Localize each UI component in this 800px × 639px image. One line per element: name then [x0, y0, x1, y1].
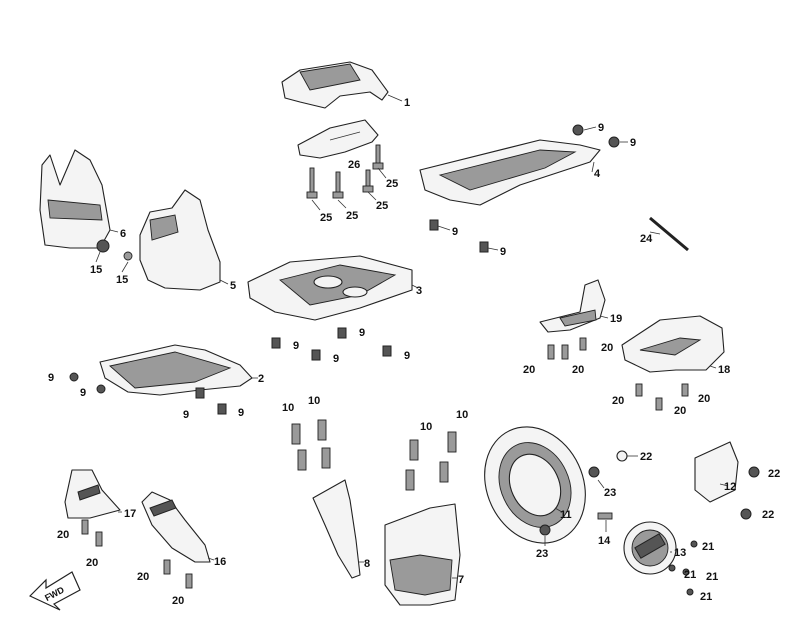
part-11-cvt-cover: 11 23 23 22 14: [484, 426, 652, 560]
callout-25a: 25: [320, 212, 332, 224]
callout-21-b: 21: [684, 569, 696, 581]
callout-7: 7: [458, 574, 464, 586]
callout-13: 13: [674, 547, 686, 559]
callout-20-a: 20: [523, 364, 535, 376]
callout-23-a: 23: [604, 487, 616, 499]
callout-20-b: 20: [572, 364, 584, 376]
callout-8: 8: [364, 558, 370, 570]
callout-23-b: 23: [536, 548, 548, 560]
callout-6: 6: [120, 228, 126, 240]
callout-10-d: 10: [456, 409, 468, 421]
callout-20-g: 20: [57, 529, 69, 541]
callout-1: 1: [404, 97, 410, 109]
part-12-side-cover: 12 22 22: [694, 441, 780, 521]
callout-16: 16: [214, 556, 226, 568]
callout-15b: 15: [116, 274, 128, 286]
callout-21-c: 21: [706, 571, 718, 583]
part-6-left-guard: 6 15: [39, 149, 126, 276]
callout-9-c2: 9: [333, 353, 339, 365]
callout-9-f1: 9: [48, 372, 54, 384]
callout-4: 4: [594, 168, 601, 180]
callout-9-r3: 9: [452, 226, 458, 238]
callout-25c: 25: [376, 200, 388, 212]
callout-20-j: 20: [172, 595, 184, 607]
part-18-rear-shield: 18 20 20 20: [612, 315, 730, 417]
callout-9-f4: 9: [238, 407, 244, 419]
part-24-rod: 24: [640, 216, 689, 252]
callout-26: 26: [348, 159, 360, 171]
callout-10-c: 10: [420, 421, 432, 433]
callout-10-a: 10: [282, 402, 294, 414]
callout-11: 11: [560, 509, 572, 521]
callout-9-f3: 9: [183, 409, 189, 421]
callout-21-d: 21: [700, 591, 712, 603]
part-2-front-skid-plate: 2 9 9 9 9: [48, 344, 264, 421]
part-5-side-guard: 5 15: [116, 189, 236, 292]
callout-9-r2: 9: [630, 137, 636, 149]
callout-20-f: 20: [698, 393, 710, 405]
callout-17: 17: [124, 508, 136, 520]
callout-20-d: 20: [612, 395, 624, 407]
part-7-air-duct-right: 7 10 10: [384, 409, 468, 606]
callout-22-c: 22: [762, 509, 774, 521]
callout-14: 14: [598, 535, 611, 547]
callout-12: 12: [724, 481, 736, 493]
callout-9-c3: 9: [359, 327, 365, 339]
callout-21-a: 21: [702, 541, 714, 553]
callout-9-r1: 9: [598, 122, 604, 134]
callout-22-b: 22: [768, 468, 780, 480]
callout-25d: 25: [386, 178, 398, 190]
callout-24: 24: [640, 233, 653, 245]
callout-19: 19: [610, 313, 622, 325]
callout-20-e: 20: [674, 405, 686, 417]
callout-20-i: 20: [137, 571, 149, 583]
callout-9-r4: 9: [500, 246, 506, 258]
callout-18: 18: [718, 364, 730, 376]
part-19-small-shield: 19 20 20 20: [523, 279, 622, 376]
callout-22-a: 22: [640, 451, 652, 463]
callout-10-b: 10: [308, 395, 320, 407]
part-16-front-guard: 16 20 20: [137, 491, 226, 607]
callout-20-c: 20: [601, 342, 613, 354]
callout-9-c4: 9: [404, 350, 410, 362]
callout-2: 2: [258, 373, 264, 385]
callout-9-f2: 9: [80, 387, 86, 399]
forward-arrow-icon: FWD: [28, 571, 81, 611]
callout-3: 3: [416, 285, 422, 297]
part-17-small-guard: 17 20 20: [57, 469, 136, 569]
callout-5: 5: [230, 280, 236, 292]
callout-15a: 15: [90, 264, 102, 276]
part-3-center-skid-plate: 3 9 9 9 9: [247, 255, 422, 365]
callout-9-c1: 9: [293, 340, 299, 352]
part-13-round-cover: 13 21 21 21 21: [623, 521, 718, 603]
callout-20-h: 20: [86, 557, 98, 569]
callout-25b: 25: [346, 210, 358, 222]
part-8-air-duct-left: 8 10 10: [282, 395, 370, 579]
part-26-mount-bracket: 26 25 25 25 25: [297, 119, 398, 224]
part-4-rear-skid-plate: 9 9 4 9 9: [419, 122, 636, 258]
part-1-upper-bracket: 1: [281, 61, 410, 109]
